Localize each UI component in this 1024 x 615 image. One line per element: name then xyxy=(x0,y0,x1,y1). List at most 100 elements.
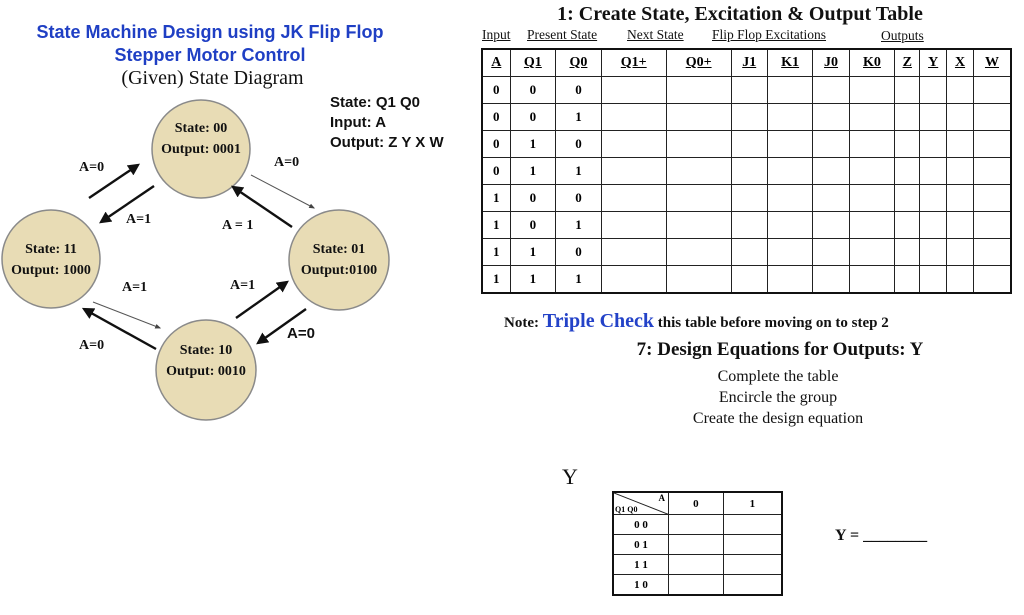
table-cell-blank[interactable] xyxy=(946,211,974,239)
table-cell-blank[interactable] xyxy=(600,130,667,158)
table-cell-blank[interactable] xyxy=(848,211,896,239)
table-cell-blank[interactable] xyxy=(894,76,921,104)
table-cell-blank[interactable] xyxy=(919,184,948,212)
table-cell-given: 1 xyxy=(481,211,511,239)
kmap-cell[interactable] xyxy=(668,514,724,535)
table-cell-blank[interactable] xyxy=(730,238,768,266)
col-header-q1: Q1 xyxy=(509,48,557,77)
table-cell-blank[interactable] xyxy=(972,130,1012,158)
table-cell-blank[interactable] xyxy=(665,238,732,266)
table-cell-blank[interactable] xyxy=(894,130,921,158)
table-cell-blank[interactable] xyxy=(665,157,732,185)
table-cell-blank[interactable] xyxy=(919,103,948,131)
table-cell-blank[interactable] xyxy=(848,130,896,158)
table-cell-blank[interactable] xyxy=(919,130,948,158)
table-cell-blank[interactable] xyxy=(730,211,768,239)
table-cell-blank[interactable] xyxy=(946,130,974,158)
table-cell-blank[interactable] xyxy=(946,238,974,266)
table-cell-blank[interactable] xyxy=(848,238,896,266)
table-cell-blank[interactable] xyxy=(946,76,974,104)
table-cell-blank[interactable] xyxy=(972,211,1012,239)
table-cell-blank[interactable] xyxy=(946,103,974,131)
table-cell-blank[interactable] xyxy=(600,76,667,104)
legend-state: State: Q1 Q0 xyxy=(330,94,421,111)
table-cell-blank[interactable] xyxy=(766,130,814,158)
kmap-cell[interactable] xyxy=(668,574,724,596)
table-cell-blank[interactable] xyxy=(600,157,667,185)
table-cell-blank[interactable] xyxy=(812,103,850,131)
table-cell-given: 0 xyxy=(555,76,602,104)
kmap-cell[interactable] xyxy=(722,574,783,596)
kmap-cell[interactable] xyxy=(722,534,783,555)
table-cell-blank[interactable] xyxy=(894,238,921,266)
table-cell-blank[interactable] xyxy=(919,265,948,294)
table-cell-blank[interactable] xyxy=(600,238,667,266)
table-cell-blank[interactable] xyxy=(812,130,850,158)
table-cell-blank[interactable] xyxy=(665,103,732,131)
kmap-row: 0 1 xyxy=(612,534,783,555)
table-cell-blank[interactable] xyxy=(600,211,667,239)
table-cell-blank[interactable] xyxy=(730,130,768,158)
table-cell-blank[interactable] xyxy=(946,157,974,185)
kmap-cell[interactable] xyxy=(668,554,724,575)
table-cell-blank[interactable] xyxy=(766,103,814,131)
table-cell-blank[interactable] xyxy=(766,157,814,185)
table-cell-blank[interactable] xyxy=(848,103,896,131)
table-cell-blank[interactable] xyxy=(812,184,850,212)
table-cell-given: 0 xyxy=(509,103,557,131)
table-cell-blank[interactable] xyxy=(946,265,974,294)
table-cell-blank[interactable] xyxy=(972,238,1012,266)
table-cell-blank[interactable] xyxy=(730,184,768,212)
table-cell-blank[interactable] xyxy=(766,76,814,104)
table-cell-blank[interactable] xyxy=(894,265,921,294)
table-cell-blank[interactable] xyxy=(812,76,850,104)
table-cell-blank[interactable] xyxy=(848,157,896,185)
kmap-col-header-1: 1 xyxy=(722,491,783,515)
table-cell-blank[interactable] xyxy=(665,130,732,158)
table-cell-blank[interactable] xyxy=(665,211,732,239)
table-cell-blank[interactable] xyxy=(972,265,1012,294)
table-cell-blank[interactable] xyxy=(600,103,667,131)
table-cell-blank[interactable] xyxy=(730,265,768,294)
table-cell-blank[interactable] xyxy=(730,157,768,185)
table-cell-blank[interactable] xyxy=(972,184,1012,212)
table-cell-blank[interactable] xyxy=(730,103,768,131)
table-cell-blank[interactable] xyxy=(766,184,814,212)
table-cell-blank[interactable] xyxy=(946,184,974,212)
kmap-cell[interactable] xyxy=(722,514,783,535)
kmap-cell[interactable] xyxy=(722,554,783,575)
table-cell-blank[interactable] xyxy=(600,184,667,212)
table-cell-blank[interactable] xyxy=(894,211,921,239)
table-cell-blank[interactable] xyxy=(972,76,1012,104)
table-cell-blank[interactable] xyxy=(766,265,814,294)
table-cell-blank[interactable] xyxy=(919,76,948,104)
table-cell-blank[interactable] xyxy=(766,211,814,239)
table-cell-blank[interactable] xyxy=(812,211,850,239)
table-cell-blank[interactable] xyxy=(812,265,850,294)
table-cell-blank[interactable] xyxy=(894,157,921,185)
table-cell-blank[interactable] xyxy=(665,184,732,212)
table-cell-blank[interactable] xyxy=(812,238,850,266)
table-cell-blank[interactable] xyxy=(848,76,896,104)
table-cell-blank[interactable] xyxy=(766,238,814,266)
table-cell-blank[interactable] xyxy=(894,184,921,212)
table-cell-given: 1 xyxy=(509,238,557,266)
table-cell-blank[interactable] xyxy=(665,265,732,294)
table-cell-blank[interactable] xyxy=(812,157,850,185)
table-cell-blank[interactable] xyxy=(919,238,948,266)
table-cell-blank[interactable] xyxy=(848,265,896,294)
note-suffix: this table before moving on to step 2 xyxy=(657,315,889,331)
table-cell-given: 0 xyxy=(509,76,557,104)
table-cell-blank[interactable] xyxy=(848,184,896,212)
table-cell-blank[interactable] xyxy=(665,76,732,104)
y-equation-label: Y = ________ xyxy=(835,527,928,544)
table-cell-blank[interactable] xyxy=(919,211,948,239)
table-cell-blank[interactable] xyxy=(972,103,1012,131)
transition-label-01-to-00: A = 1 xyxy=(222,218,254,233)
table-cell-blank[interactable] xyxy=(600,265,667,294)
table-cell-blank[interactable] xyxy=(730,76,768,104)
table-cell-blank[interactable] xyxy=(894,103,921,131)
table-cell-blank[interactable] xyxy=(972,157,1012,185)
kmap-cell[interactable] xyxy=(668,534,724,555)
table-cell-blank[interactable] xyxy=(919,157,948,185)
